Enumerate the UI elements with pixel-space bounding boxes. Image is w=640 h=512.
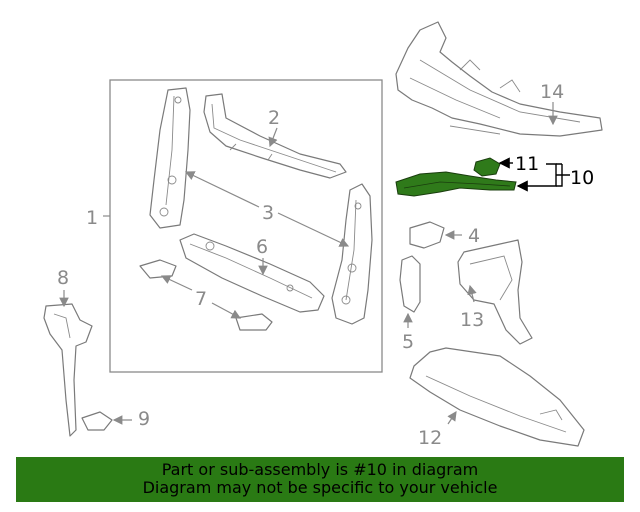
part-2-upper-rail	[203, 93, 347, 179]
info-banner: Part or sub-assembly is #10 in diagram D…	[16, 457, 624, 502]
callout-5: 5	[402, 331, 414, 353]
banner-line-1: Part or sub-assembly is #10 in diagram	[161, 460, 479, 479]
callout-3: 3	[262, 202, 274, 224]
callout-12: 12	[418, 427, 442, 449]
callout-14: 14	[540, 81, 564, 103]
callout-4: 4	[468, 225, 480, 247]
callout-9: 9	[138, 408, 150, 430]
callout-10: 10	[570, 167, 594, 189]
callout-11: 11	[515, 153, 539, 175]
callout-1: 1	[86, 207, 98, 229]
part-11-clip	[473, 157, 501, 177]
part-5-bracket	[399, 255, 421, 313]
callout-13: 13	[460, 309, 484, 331]
part-13-air-guide	[457, 239, 533, 345]
part-3-right-support	[331, 183, 373, 325]
part-4-bracket	[409, 221, 445, 249]
banner-line-2: Diagram may not be specific to your vehi…	[142, 478, 498, 497]
part-7-brackets	[139, 259, 273, 331]
assembly-box	[109, 79, 383, 373]
callout-2: 2	[268, 107, 280, 129]
callout-8: 8	[57, 267, 69, 289]
part-8-stay	[43, 303, 93, 437]
part-10-highlighted-part	[395, 171, 517, 197]
part-6-lower-rail	[179, 233, 325, 313]
part-14-upper-cover	[395, 21, 603, 137]
part-3-left-support	[149, 87, 191, 229]
callout-7: 7	[195, 288, 207, 310]
part-9-clip	[81, 411, 113, 431]
part-12-under-cover	[409, 347, 585, 447]
callout-6: 6	[256, 236, 268, 258]
